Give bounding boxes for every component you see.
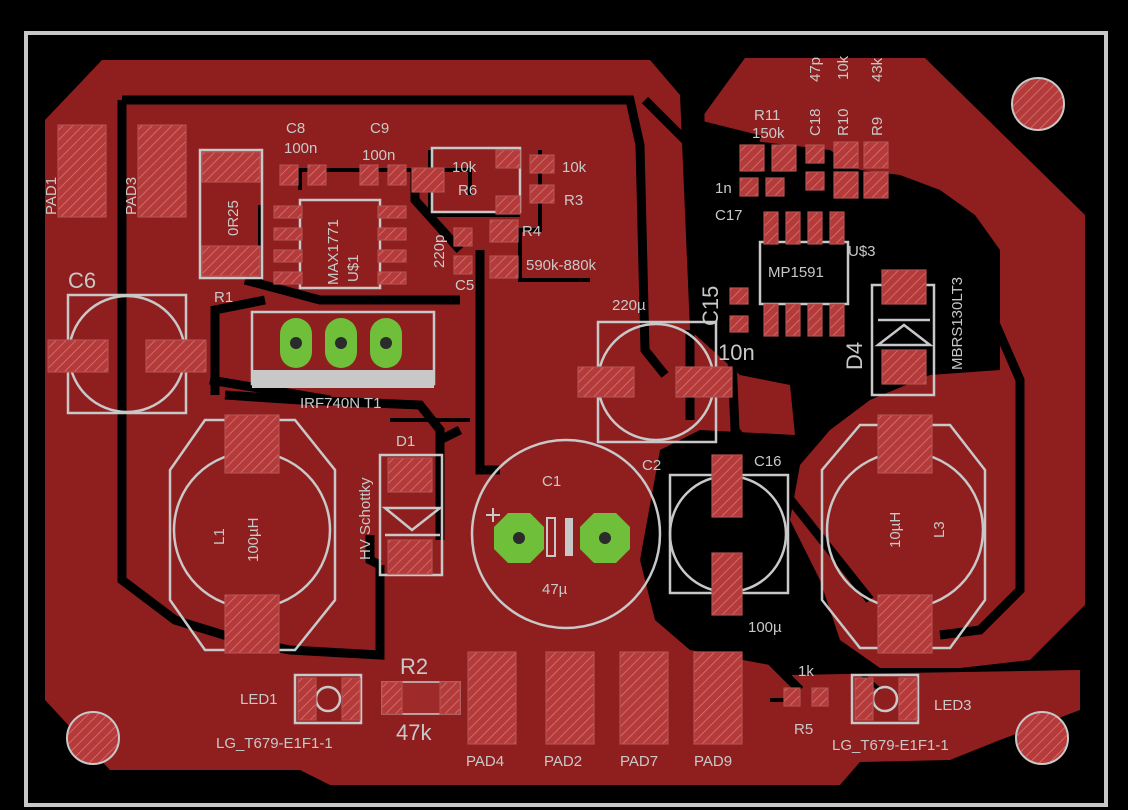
label-r5: R5 <box>794 721 813 738</box>
label-c8: C8 <box>286 120 305 137</box>
label-led1: LED1 <box>240 691 278 708</box>
label-c15: C15 <box>698 286 723 326</box>
label-r1-val: 0R25 <box>225 200 242 236</box>
label-r10-val: 10k <box>835 55 852 80</box>
label-led1-val: LG_T679-E1F1-1 <box>216 735 333 752</box>
label-c5: C5 <box>455 277 474 294</box>
label-c5-val: 220p <box>431 235 448 268</box>
label-r1: R1 <box>214 289 233 306</box>
label-c6: C6 <box>68 268 96 293</box>
label-c2: C2 <box>642 457 661 474</box>
label-c2-val: 220µ <box>612 297 646 314</box>
routing-gaps <box>117 95 1025 694</box>
label-r5-val: 1k <box>798 663 814 680</box>
label-l1-val: 100µH <box>245 517 262 562</box>
label-r9-val: 43k <box>869 57 886 82</box>
label-c17-val: 1n <box>715 180 732 197</box>
label-u1-val: MAX1771 <box>325 219 342 285</box>
label-l3-val: 10µH <box>887 512 904 548</box>
label-r11: R11 <box>754 107 780 124</box>
component-labels: PAD1 PAD3 C6 R1 0R25 C8 100n C9 100n 10k… <box>43 55 972 770</box>
label-pad4: PAD4 <box>466 753 504 770</box>
label-r6: R6 <box>458 182 477 199</box>
label-r10: R10 <box>835 108 852 136</box>
smd-pads <box>47 124 933 745</box>
label-c15-val: 10n <box>718 340 755 365</box>
label-c18: C18 <box>807 108 824 136</box>
label-t1: IRF740N T1 <box>300 395 381 412</box>
label-u3-val: MP1591 <box>768 264 824 281</box>
label-r4: R4 <box>522 223 541 240</box>
label-r4-val: 590k-880k <box>526 257 597 274</box>
label-c16-val: 100µ <box>748 619 782 636</box>
label-r11-val: 150k <box>752 125 785 142</box>
label-c17: C17 <box>715 207 743 224</box>
label-r9: R9 <box>869 117 886 136</box>
label-c9: C9 <box>370 120 389 137</box>
label-c9-val: 100n <box>362 147 395 164</box>
label-u3: U$3 <box>848 243 876 260</box>
copper-pours <box>45 58 1085 785</box>
silkscreen <box>66 146 987 725</box>
label-led3: LED3 <box>934 697 972 714</box>
through-hole-pads <box>280 318 630 563</box>
label-c8-val: 100n <box>284 140 317 157</box>
label-r3: R3 <box>564 192 583 209</box>
label-pad1: PAD1 <box>43 177 60 215</box>
mounting-holes <box>66 77 1069 765</box>
label-c18-val: 47p <box>807 57 824 82</box>
label-r3-val: 10k <box>562 159 587 176</box>
label-pad2: PAD2 <box>544 753 582 770</box>
label-r6-val: 10k <box>452 159 477 176</box>
label-pad3: PAD3 <box>123 177 140 215</box>
label-d4: D4 <box>842 342 867 370</box>
label-r2: R2 <box>400 654 428 679</box>
label-pad9: PAD9 <box>694 753 732 770</box>
label-u1: U$1 <box>345 254 362 282</box>
label-d1-val: HV Schottky <box>357 477 374 560</box>
label-c1: C1 <box>542 473 561 490</box>
label-l3: L3 <box>931 521 948 538</box>
label-pad7: PAD7 <box>620 753 658 770</box>
label-c1-val: 47µ <box>542 581 568 598</box>
label-r2-val: 47k <box>396 720 432 745</box>
label-c16: C16 <box>754 453 782 470</box>
label-l1: L1 <box>211 528 228 545</box>
label-led3-val: LG_T679-E1F1-1 <box>832 737 949 754</box>
label-d4-val: MBRS130LT3 <box>949 277 966 370</box>
label-d1: D1 <box>396 433 415 450</box>
